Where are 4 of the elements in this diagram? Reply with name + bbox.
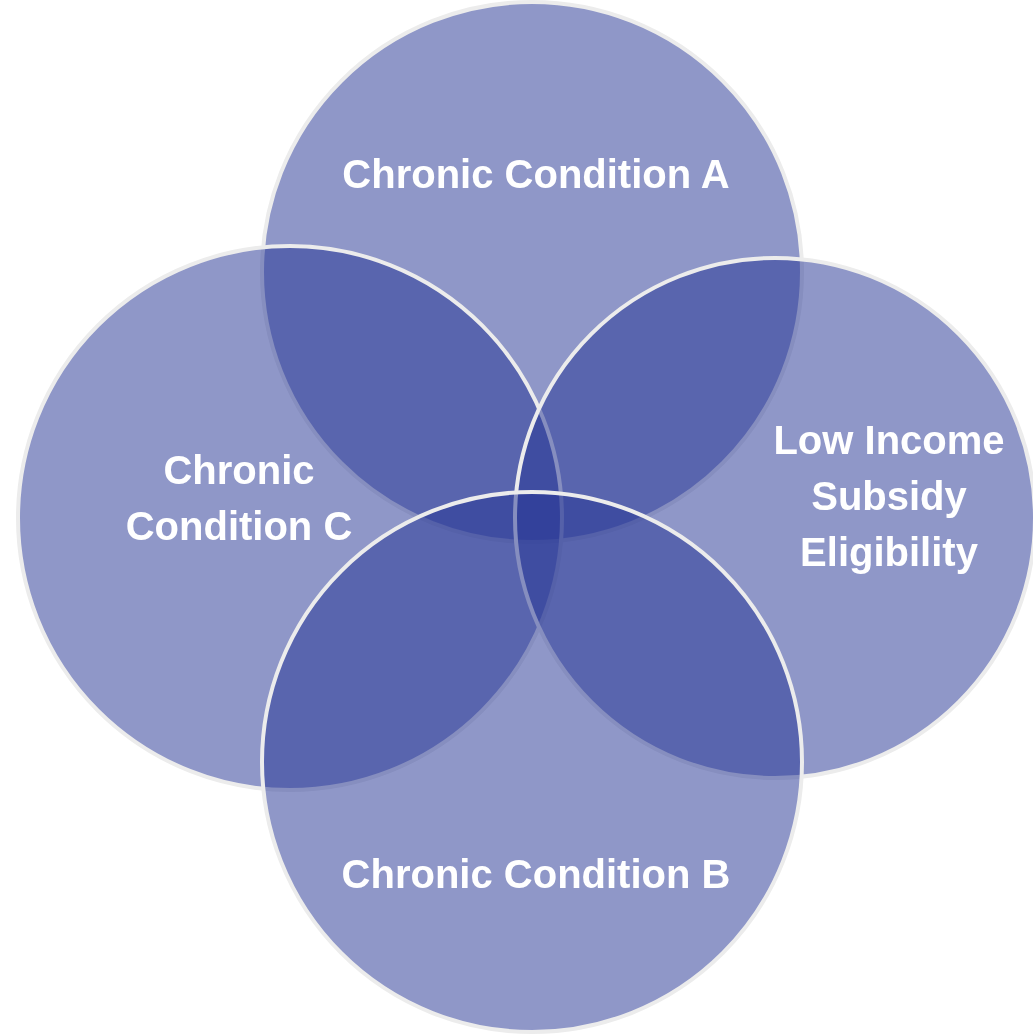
circle-label: Chronic Condition A	[341, 151, 731, 198]
circle-label: Chronic Condition C	[124, 447, 354, 550]
circle-label: Low Income Subsidy Eligibility	[772, 417, 1006, 576]
circle-label: Chronic Condition B	[340, 851, 732, 898]
